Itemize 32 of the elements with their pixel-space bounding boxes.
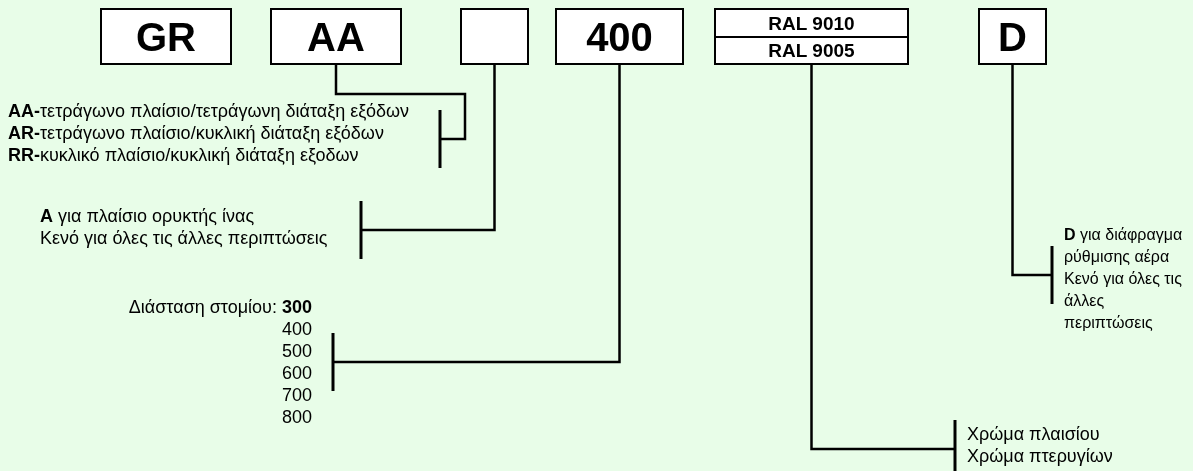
- code-box: [978, 8, 1047, 65]
- description-text: AR-τετράγωνο πλαίσιο/κυκλική διάταξη εξόδων: [8, 122, 385, 144]
- bracket-connector: [810, 65, 957, 471]
- bracket-connector: [359, 65, 496, 261]
- description-text: A για πλαίσιο ορυκτής ίνας: [40, 205, 256, 227]
- code-text: RAL 9005: [716, 35, 907, 63]
- code-box: [460, 8, 529, 65]
- code-text: D: [998, 16, 1027, 57]
- code-text: RAL 9010: [767, 11, 856, 36]
- description-text: D για διάφραγμα ρύθμισης αέρα: [1064, 225, 1184, 267]
- description-text: RR-κυκλικό πλαίσιο/κυκλική διάταξη εξοδων: [8, 144, 360, 166]
- description-text: 400: [280, 318, 312, 340]
- bracket-connector: [1011, 65, 1054, 306]
- code-box: [714, 8, 909, 65]
- description-text: 500: [280, 340, 312, 362]
- description-text: Χρώμα πλαισίου: [967, 423, 1101, 445]
- description-text: Κενό για όλες τις άλλες περιπτώσεις: [40, 227, 329, 249]
- bracket-connector: [334, 65, 467, 170]
- description-text: 800: [280, 406, 312, 428]
- code-text: GR: [136, 16, 196, 57]
- code-box: [100, 8, 232, 65]
- description-text: Χρώμα πτερυγίων: [967, 445, 1114, 467]
- bracket-connector: [331, 65, 621, 393]
- description-text: 700: [280, 384, 312, 406]
- description-text: Διάσταση στομίου: 300: [127, 296, 312, 318]
- code-box: [555, 8, 684, 65]
- code-text: AA: [307, 16, 365, 57]
- description-text: 600: [280, 362, 312, 384]
- code-box: [270, 8, 402, 65]
- code-text: 400: [586, 16, 653, 57]
- description-text: AA-τετράγωνο πλαίσιο/τετράγωνη διάταξη εξόδων: [8, 100, 411, 122]
- description-text: Κενό για όλες τις άλλες περιπτώσεις: [1064, 269, 1183, 333]
